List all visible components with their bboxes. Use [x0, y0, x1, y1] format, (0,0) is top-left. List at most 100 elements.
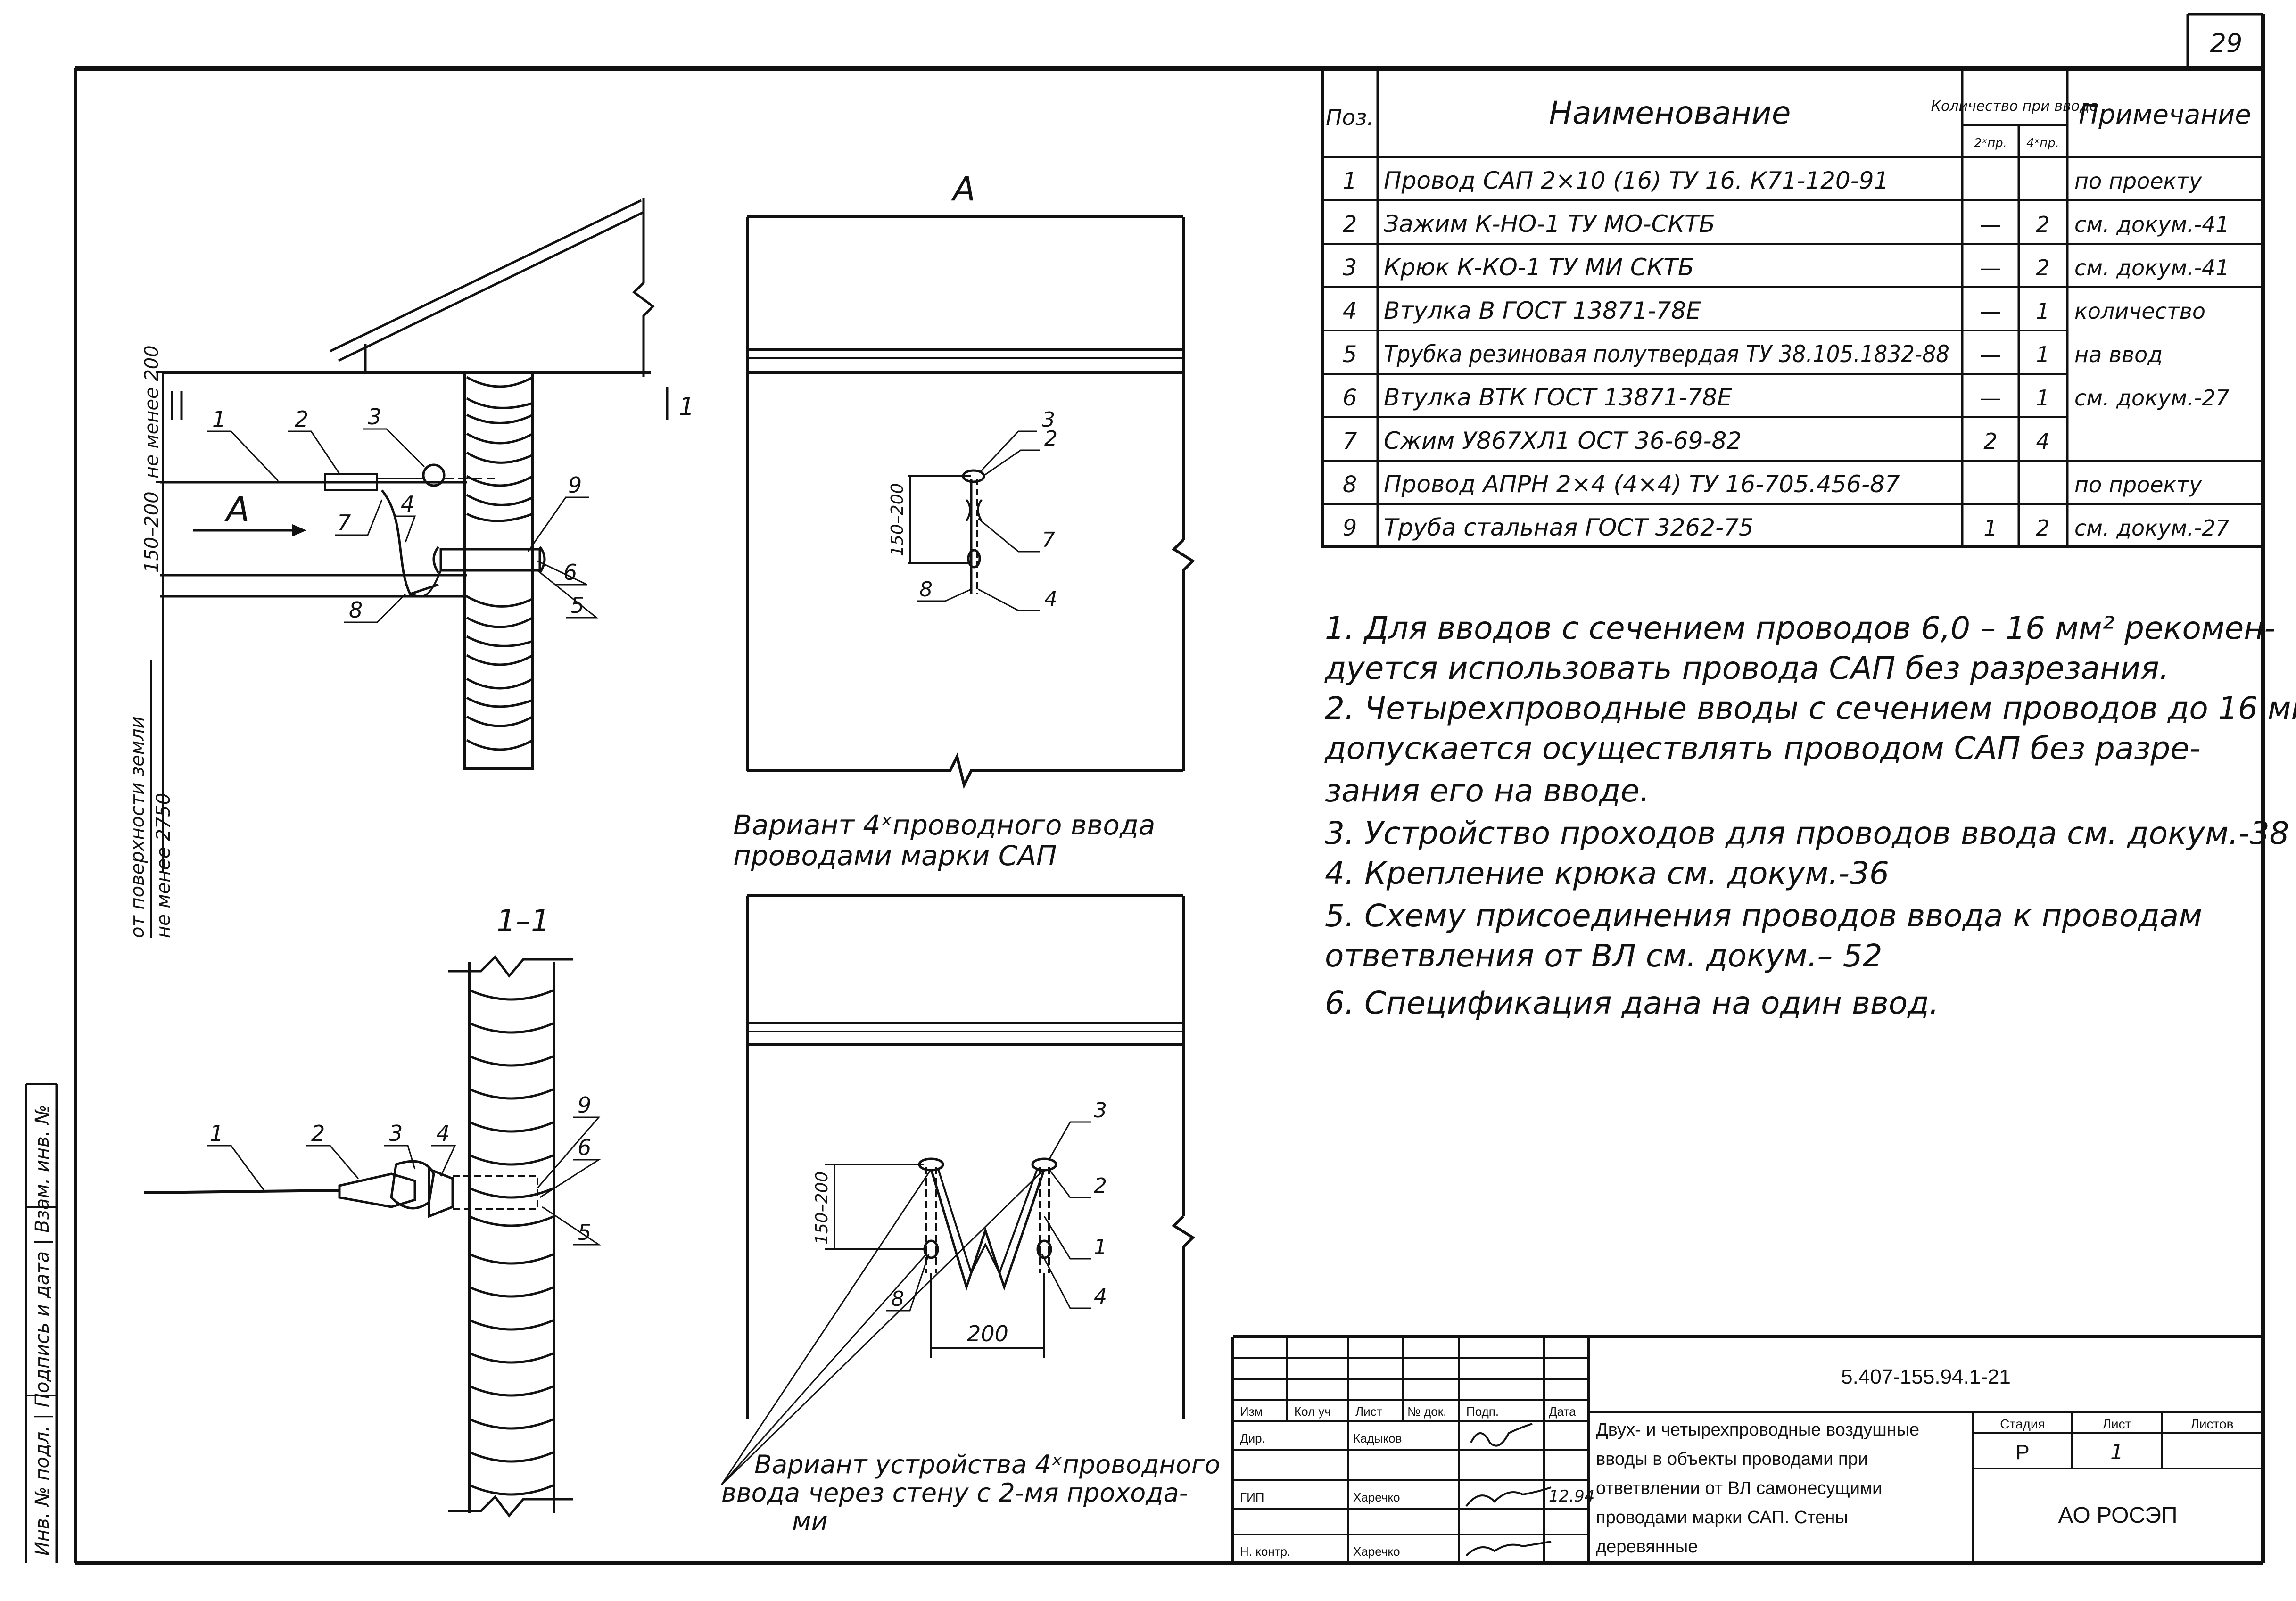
spec-row-pos: 5: [1343, 341, 1357, 368]
header-note: Примечание: [2079, 99, 2251, 130]
spec-row-pos: 1: [1343, 168, 1357, 194]
svg-text:2: 2: [1094, 1174, 1107, 1198]
spec-row-pos: 7: [1343, 428, 1357, 454]
svg-text:1: 1: [210, 1121, 223, 1146]
header-name: Наименование: [1549, 95, 1791, 131]
spec-row-note: см. докум.-41: [2074, 255, 2230, 281]
sheet-label: Лист: [2103, 1417, 2131, 1431]
spec-row-qty-2: 2: [1983, 429, 1997, 454]
svg-text:2: 2: [1044, 427, 1057, 451]
notes-block: 1. Для вводов с сечением проводов 6,0 – …: [1324, 610, 2296, 1021]
tb-role: ГИП: [1240, 1490, 1264, 1504]
sheets-label: Листов: [2191, 1417, 2234, 1431]
svg-text:8: 8: [349, 597, 363, 623]
organization: АО РОСЭП: [2058, 1503, 2177, 1528]
spec-row-pos: 8: [1343, 471, 1357, 498]
page-number: 29: [2210, 28, 2243, 58]
spec-row-qty-4: 1: [2036, 342, 2049, 367]
svg-text:6: 6: [563, 560, 577, 585]
note-line: ответвления от ВЛ см. докум.– 52: [1325, 938, 1883, 974]
side-stamp: Инв. № подл. | Подпись и дата | Взам. ин…: [25, 1083, 58, 1563]
spec-row-name: Втулка ВТК ГОСТ 13871-78Е: [1384, 384, 1732, 411]
spec-row-qty-4: 1: [2036, 298, 2049, 324]
dim-150-200-bottom: 150–200: [812, 1172, 832, 1245]
tb-col-izm: Изм: [1240, 1404, 1263, 1419]
svg-text:7: 7: [1042, 528, 1055, 552]
spec-row-name: Труба стальная ГОСТ 3262-75: [1384, 514, 1754, 541]
title-line: ответвлении от ВЛ самонесущими: [1596, 1478, 1882, 1498]
spec-table-rows: 1 Провод САП 2×10 (16) ТУ 16. К71-120-91 п…: [1343, 167, 2230, 541]
svg-text:4: 4: [1094, 1285, 1107, 1309]
signature-harechko-gip: [1465, 1486, 1552, 1507]
title-block: Изм Кол уч Лист № док. Подп. Дата Дир.Ка…: [1231, 1335, 2263, 1563]
svg-text:3: 3: [389, 1121, 403, 1146]
spec-row-qty-2: —: [1980, 385, 2001, 411]
dim-150-200-view-a: 150–200: [888, 483, 907, 556]
svg-text:7: 7: [337, 510, 351, 536]
spec-row-name: Провод АПРН 2×4 (4×4) ТУ 16-705.456-87: [1384, 470, 1900, 498]
spec-row-note: по проекту: [2074, 472, 2202, 497]
spec-row-name: Втулка В ГОСТ 13871-78Е: [1384, 297, 1701, 324]
spec-row-qty-2: —: [1980, 342, 2001, 367]
tb-name: Кадыков: [1353, 1431, 1402, 1445]
svg-text:3: 3: [1094, 1098, 1107, 1122]
section-label: 1–1: [496, 904, 550, 939]
spec-row-qty-2: —: [1980, 255, 2001, 281]
tb-col-podp: Подп.: [1466, 1404, 1499, 1419]
svg-text:9: 9: [578, 1092, 591, 1118]
tb-role: Н. контр.: [1240, 1544, 1290, 1559]
spec-row-qty-4: 2: [2036, 255, 2049, 281]
spec-row-name: Сжим У867ХЛ1 ОСТ 36-69-82: [1384, 427, 1742, 454]
dim-150-200-left: 150–200: [141, 491, 163, 573]
doc-code: 5.407-155.94.1-21: [1841, 1365, 2011, 1388]
sheet-value: 1: [2110, 1440, 2123, 1464]
svg-text:4: 4: [401, 491, 414, 517]
spec-row-pos: 2: [1343, 211, 1357, 238]
note-line: 6. Спецификация дана на один ввод.: [1325, 985, 1939, 1021]
section-mark-right: 1: [679, 393, 694, 421]
note-line: зания его на вводе.: [1325, 773, 1650, 809]
note-line: 3. Устройство проходов для проводов ввод…: [1325, 815, 2289, 851]
header-qty: Количество при вводе: [1931, 98, 2098, 115]
signature-kadykov: [1470, 1423, 1533, 1447]
tb-col-kol: Кол уч: [1294, 1404, 1331, 1419]
spec-row-name: Провод САП 2×10 (16) ТУ 16. К71-120-91: [1384, 167, 1889, 194]
svg-text:3: 3: [368, 404, 381, 429]
spec-row-qty-4: 1: [2036, 385, 2049, 411]
spec-row-qty-4: 2: [2036, 212, 2049, 237]
spec-row-qty-4: 4: [2036, 429, 2049, 454]
title-line: деревянные: [1596, 1537, 1698, 1557]
view-a-label: А: [951, 170, 975, 208]
tb-name: Харечко: [1353, 1490, 1400, 1504]
svg-text:4: 4: [436, 1121, 450, 1146]
svg-text:9: 9: [568, 472, 582, 498]
title-line: проводами марки САП. Стены: [1596, 1508, 1848, 1527]
sheet-frame: [74, 13, 2265, 1565]
spec-row-qty-2: —: [1980, 298, 2001, 324]
spec-row-qty-2: 1: [1983, 515, 1997, 541]
title-line: вводы в объекты проводами при: [1596, 1449, 1868, 1469]
spec-row-name: Трубка резиновая полутвердая ТУ 38.105.1…: [1384, 340, 1949, 368]
spec-row-pos: 4: [1343, 298, 1357, 324]
svg-text:4: 4: [1044, 587, 1057, 611]
svg-text:3: 3: [1042, 408, 1055, 432]
note-line: допускается осуществлять проводом САП бе…: [1324, 730, 2201, 767]
caption-bottom-3: ми: [792, 1506, 828, 1536]
arrow-a-head: [292, 524, 306, 536]
svg-text:1: 1: [212, 406, 226, 432]
spec-row-note: см. докум.-27: [2074, 515, 2230, 541]
header-qty-2: 2ˣпр.: [1974, 136, 2007, 150]
wall-section-drawing: не менее 200 150–200 от поверхности земл…: [127, 198, 694, 938]
wall-two-passes-drawing: 150–200 200 321 48 Вариант устройства 4ˣ…: [720, 894, 1220, 1536]
spec-row-name: Крюк К-КО-1 ТУ МИ СКТБ: [1384, 254, 1694, 281]
caption-bottom-1: Вариант устройства 4ˣпроводного: [754, 1450, 1220, 1479]
dim-ground-2: не менее 2750: [153, 793, 174, 938]
arrow-a-label: А: [224, 489, 249, 529]
spec-row-qty-4: 2: [2036, 515, 2049, 541]
spec-row-name: Зажим К-НО-1 ТУ МО-СКТБ: [1384, 210, 1715, 238]
spec-row-note: по проекту: [2074, 168, 2202, 194]
caption-top-2: проводами марки САП: [733, 840, 1057, 872]
